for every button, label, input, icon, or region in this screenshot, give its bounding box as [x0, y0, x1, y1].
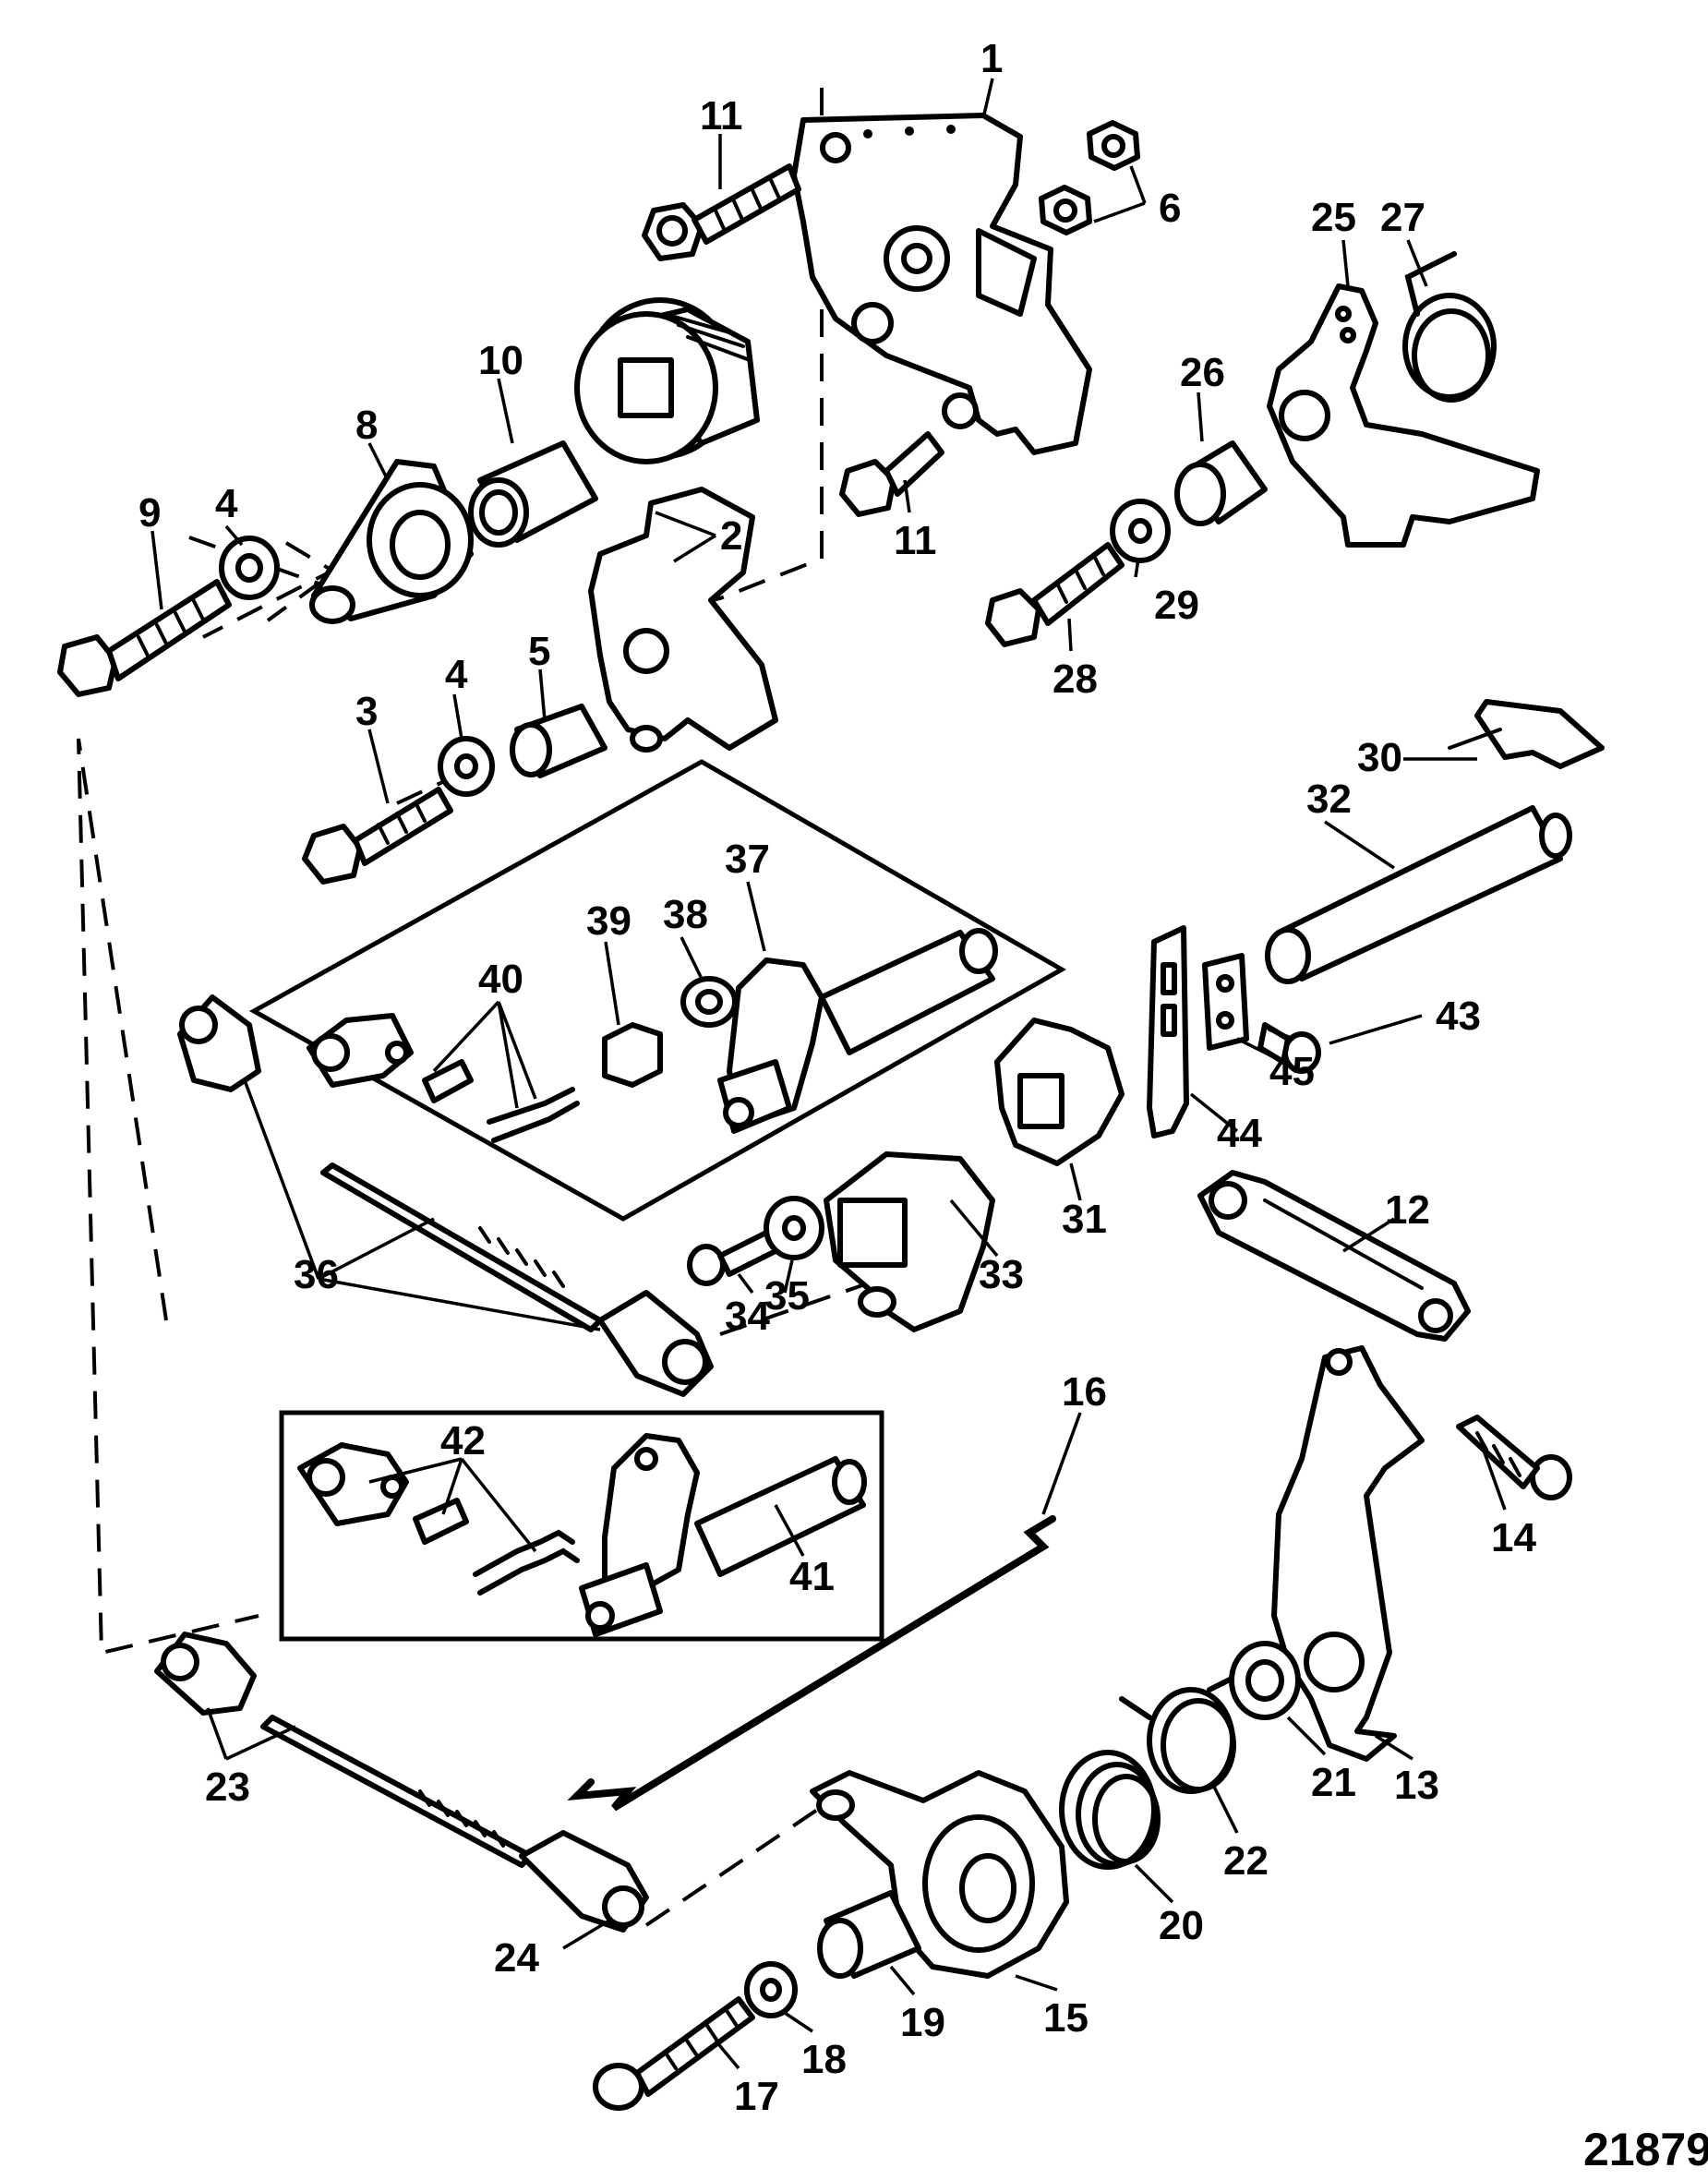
washer-29	[1110, 499, 1171, 563]
callout-4-upper: 4	[215, 481, 238, 526]
callout-40: 40	[478, 957, 523, 1002]
bracket-45	[1202, 953, 1249, 1051]
retaining-clip-30	[1448, 699, 1605, 769]
callout-11-upper: 11	[700, 93, 743, 139]
screw-14	[1456, 1415, 1572, 1500]
cam-hub-2-upper	[574, 297, 760, 464]
bracket-44	[1147, 925, 1189, 1138]
callout-14: 14	[1491, 1515, 1536, 1560]
callout-38: 38	[663, 892, 708, 937]
torsion-spring-27	[1402, 251, 1497, 403]
bolt-17	[593, 1996, 755, 2111]
callout-1: 1	[980, 36, 1003, 81]
callout-labels: 1 11 6 25 27 10 26 8 9 4 2 11 29 28 4 5 …	[138, 36, 1536, 2119]
callout-43: 43	[1436, 994, 1481, 1039]
control-housing-plate	[791, 113, 1092, 455]
washer-18	[744, 1961, 798, 2018]
nut-6-pair	[1039, 120, 1140, 235]
callout-11-lower: 11	[894, 518, 937, 563]
callout-32: 32	[1306, 777, 1352, 822]
bolt-28	[985, 542, 1125, 647]
rod-end-24	[519, 1830, 649, 1933]
bolt-9	[57, 579, 232, 697]
callout-42: 42	[440, 1418, 486, 1463]
callout-10: 10	[478, 338, 523, 383]
bushing-19	[817, 1890, 921, 1979]
callout-28: 28	[1052, 656, 1098, 702]
link-rod-36	[177, 994, 714, 1397]
callout-13: 13	[1394, 1763, 1439, 1808]
callout-19: 19	[900, 2000, 945, 2045]
bushing-5	[510, 704, 607, 778]
callout-27: 27	[1380, 195, 1425, 240]
callout-30: 30	[1357, 735, 1402, 780]
inset-kit-box-41-42	[279, 1410, 884, 1642]
washer-21	[1229, 1641, 1301, 1720]
callout-15: 15	[1043, 1995, 1089, 2041]
callout-4-lower: 4	[445, 652, 468, 697]
callout-20: 20	[1159, 1903, 1204, 1948]
figure-id: 21879	[1583, 2124, 1708, 2175]
bolt-3	[302, 787, 453, 885]
wire-rod-16	[567, 1515, 1056, 1812]
callout-25: 25	[1311, 195, 1356, 240]
callout-16: 16	[1062, 1369, 1107, 1415]
link-bar-12	[1197, 1170, 1471, 1342]
bolt-11-lower	[839, 431, 944, 517]
callout-24: 24	[494, 1935, 539, 1981]
callout-9: 9	[138, 490, 161, 536]
bolt-11-upper	[642, 163, 801, 261]
washer-35	[764, 1196, 824, 1260]
leader-lines	[150, 78, 1507, 2070]
callout-17: 17	[734, 2074, 779, 2119]
callout-23: 23	[205, 1764, 250, 1810]
throttle-shaft-32	[1265, 805, 1572, 984]
cam-plate-15	[810, 1770, 1069, 1979]
callout-35: 35	[764, 1273, 810, 1319]
callout-39: 39	[586, 898, 631, 944]
callout-37: 37	[725, 837, 770, 882]
callout-21: 21	[1311, 1760, 1356, 1805]
callout-26: 26	[1180, 350, 1225, 395]
callout-33: 33	[979, 1252, 1024, 1297]
shift-housing-31	[994, 1018, 1125, 1166]
callout-44: 44	[1217, 1111, 1262, 1156]
callout-45: 45	[1269, 1049, 1315, 1094]
cam-lever-2-lower	[588, 487, 778, 753]
callout-3: 3	[355, 689, 378, 734]
callout-6: 6	[1159, 186, 1181, 231]
callout-22: 22	[1223, 1838, 1269, 1884]
washer-4-upper	[219, 536, 280, 600]
callout-41: 41	[789, 1554, 835, 1599]
inset-kit-box-37-40	[248, 759, 1067, 1222]
bushing-26	[1174, 440, 1268, 526]
pivot-hub-8	[309, 459, 474, 624]
callout-34: 34	[725, 1294, 770, 1339]
throttle-lever-25	[1267, 283, 1540, 548]
spring-20	[1059, 1750, 1161, 1870]
callout-18: 18	[801, 2037, 847, 2082]
screw-34	[687, 1230, 778, 1286]
bushing-10	[468, 440, 598, 548]
link-rod-23	[154, 1632, 534, 1868]
callout-2: 2	[720, 513, 742, 559]
callout-31: 31	[1062, 1197, 1107, 1242]
cam-33	[824, 1151, 995, 1332]
washer-4-lower	[438, 736, 495, 797]
callout-36: 36	[294, 1252, 339, 1297]
callout-12: 12	[1385, 1187, 1430, 1233]
callout-8: 8	[355, 403, 378, 448]
shift-lever-13	[1271, 1345, 1425, 1762]
callout-29: 29	[1154, 583, 1199, 628]
callout-5: 5	[528, 629, 550, 674]
